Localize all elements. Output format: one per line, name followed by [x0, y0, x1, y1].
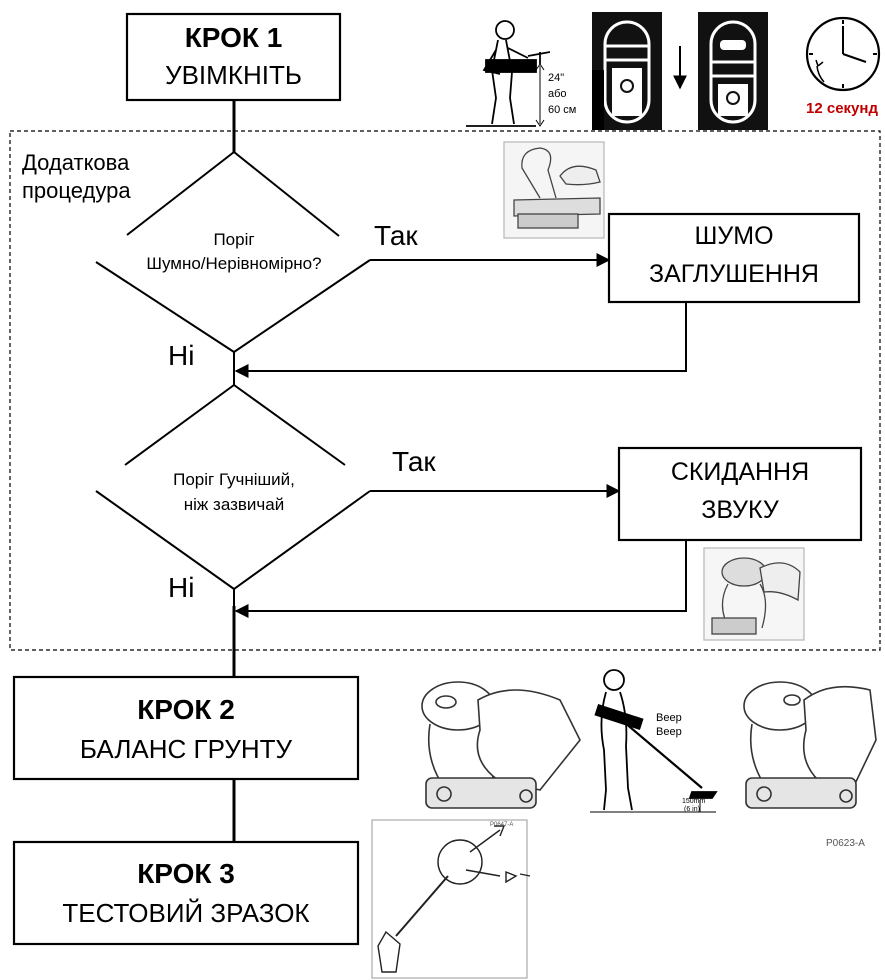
- audio-reset-text-line2: ЗВУКУ: [701, 496, 779, 524]
- return-arrow-2: [234, 540, 687, 618]
- step1-subtitle: УВІМКНІТЬ: [165, 60, 302, 90]
- optional-procedure-label-line1: Додаткова: [22, 150, 130, 175]
- ground-balance-button-photo-1: [421, 681, 581, 809]
- height-note-line3: 60 см: [548, 104, 577, 116]
- optional-procedure-region: [9, 130, 881, 651]
- decision1-text-line1: Поріг: [213, 230, 255, 249]
- optional-procedure-label-line2: процедура: [22, 178, 131, 203]
- switch-panel-after-icon: [698, 12, 768, 130]
- decision1-text-line2: Шумно/Нерівномірно?: [146, 254, 322, 273]
- yes-label-2: Так: [392, 446, 436, 477]
- audio-reset-box: [617, 446, 863, 542]
- timer-label: 12 секунд: [806, 100, 878, 117]
- beep-text-line1: Beep: [656, 712, 682, 724]
- decision2-text-line1: Поріг Гучніший,: [173, 470, 295, 489]
- figure-code-a: P0647-A: [490, 822, 514, 828]
- audio-reset-text-line1: СКИДАННЯ: [670, 458, 810, 486]
- height-note-line1: 24": [548, 72, 565, 84]
- step2-box: [12, 675, 360, 781]
- beep-text-line2: Beep: [656, 726, 682, 738]
- step1-title: КРОК 1: [184, 22, 283, 53]
- yes-label-1: Так: [374, 220, 418, 251]
- person-sweeping-illustration: [590, 669, 718, 813]
- figure-code-b: P0623-A: [826, 838, 865, 849]
- step2-subtitle: БАЛАНС ГРУНТУ: [79, 734, 293, 764]
- no-label-2: Ні: [168, 572, 195, 603]
- clock-icon: [805, 16, 881, 92]
- decision2-text-line2: ніж зазвичай: [183, 495, 285, 514]
- ground-balance-button-photo-2: [743, 681, 877, 809]
- step2-title: КРОК 2: [137, 694, 235, 725]
- height-note-line2: або: [548, 88, 567, 100]
- noise-cancel-box: [607, 212, 861, 304]
- ground-note-line1: 150mm: [682, 798, 706, 805]
- noise-cancel-text-line1: ШУМО: [694, 222, 774, 250]
- audio-reset-button-photo: [703, 547, 805, 641]
- step1-box: [125, 12, 342, 102]
- step3-title: КРОК 3: [137, 858, 235, 889]
- step3-box: [12, 840, 360, 946]
- ground-note-line2: (6 in): [684, 806, 700, 813]
- person-holding-detector-illustration: [466, 20, 551, 127]
- no-label-1: Ні: [168, 340, 195, 371]
- return-arrow-1: [234, 302, 687, 378]
- noise-cancel-button-photo: [503, 141, 605, 239]
- switch-panel-before-icon: [592, 12, 662, 130]
- noise-cancel-text-line2: ЗАГЛУШЕННЯ: [649, 260, 819, 288]
- step3-subtitle: ТЕСТОВИЙ ЗРАЗОК: [62, 898, 310, 928]
- test-target-illustration: [371, 819, 531, 979]
